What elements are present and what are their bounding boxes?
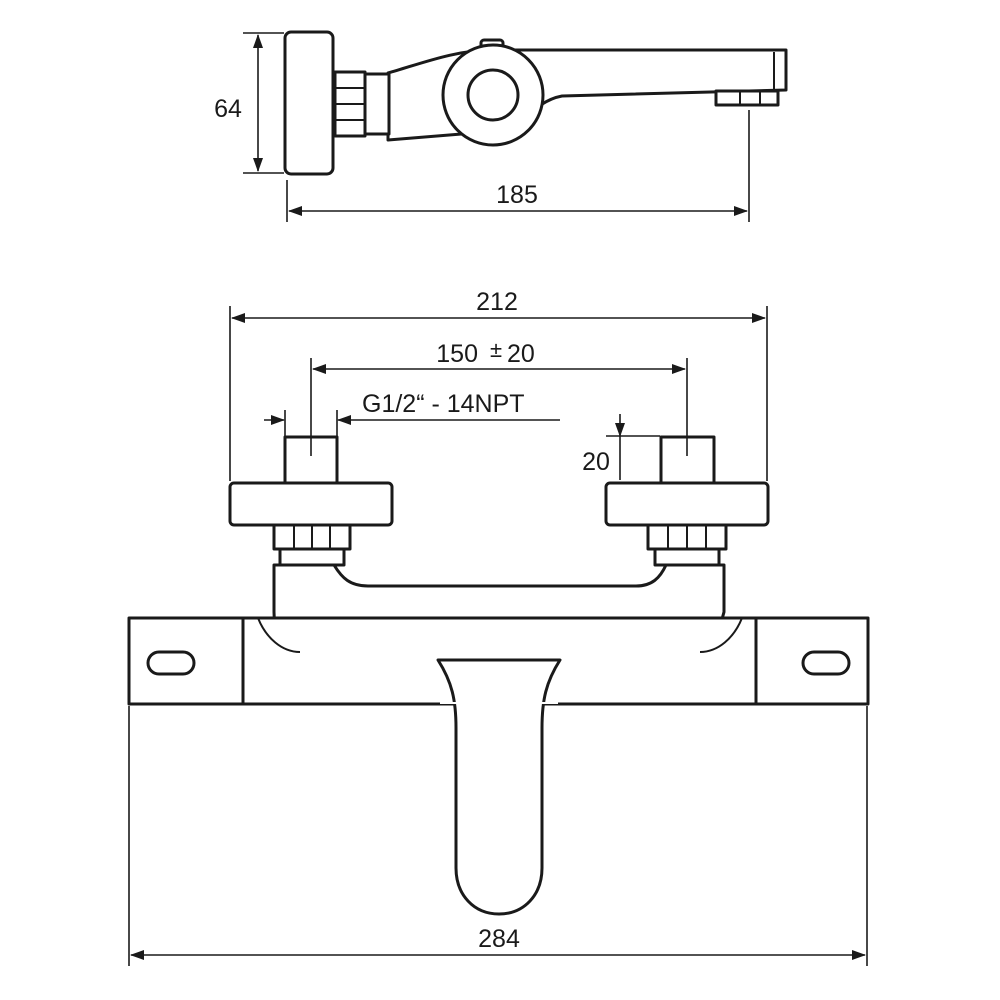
dimension-label-side-length: 185: [496, 181, 538, 209]
side-connector: [363, 72, 391, 136]
front-spout: [436, 658, 562, 916]
front-left-mounting-slot: [146, 650, 196, 676]
dimension-inlet-spacing: 150 ± 20: [310, 337, 688, 456]
side-body-bore: [466, 68, 520, 122]
side-wall-flange: [283, 30, 335, 176]
front-left-inlet: [228, 435, 394, 567]
dimension-label-inlet-length: 20: [582, 448, 610, 476]
dimension-overall-width: 284: [128, 706, 868, 966]
dimension-label-overall-width: 284: [478, 925, 520, 953]
side-spout-outlet: [714, 89, 780, 107]
dimension-label-tolerance: 20: [507, 340, 535, 368]
front-right-mounting-slot: [801, 650, 851, 676]
right-inlet-collar: [653, 547, 721, 567]
dimension-label-thread-spec: G1/2“ - 14NPT: [362, 390, 525, 418]
front-view: 212 150 ± 20 G1/2“ - 14NPT: [127, 288, 870, 966]
dimension-label-side-height: 64: [214, 95, 242, 123]
dimension-overall-inlet-width: 212: [229, 288, 768, 481]
right-inlet-cap: [604, 481, 770, 527]
dimension-inlet-length: 20: [582, 414, 660, 480]
left-inlet-cap: [228, 481, 394, 527]
front-right-inlet: [604, 435, 770, 567]
left-inlet-collar: [278, 547, 346, 567]
dimension-thread-spec: G1/2“ - 14NPT: [264, 390, 560, 436]
dimension-side-height: 64: [214, 32, 284, 174]
dimension-label-inlet-spacing: 150: [436, 340, 478, 368]
dimension-label-overall-inlet-width: 212: [476, 288, 518, 316]
dimension-side-length: 185: [286, 110, 750, 222]
side-view: 64 185: [214, 30, 788, 222]
dimension-label-tolerance-sign: ±: [490, 337, 502, 362]
